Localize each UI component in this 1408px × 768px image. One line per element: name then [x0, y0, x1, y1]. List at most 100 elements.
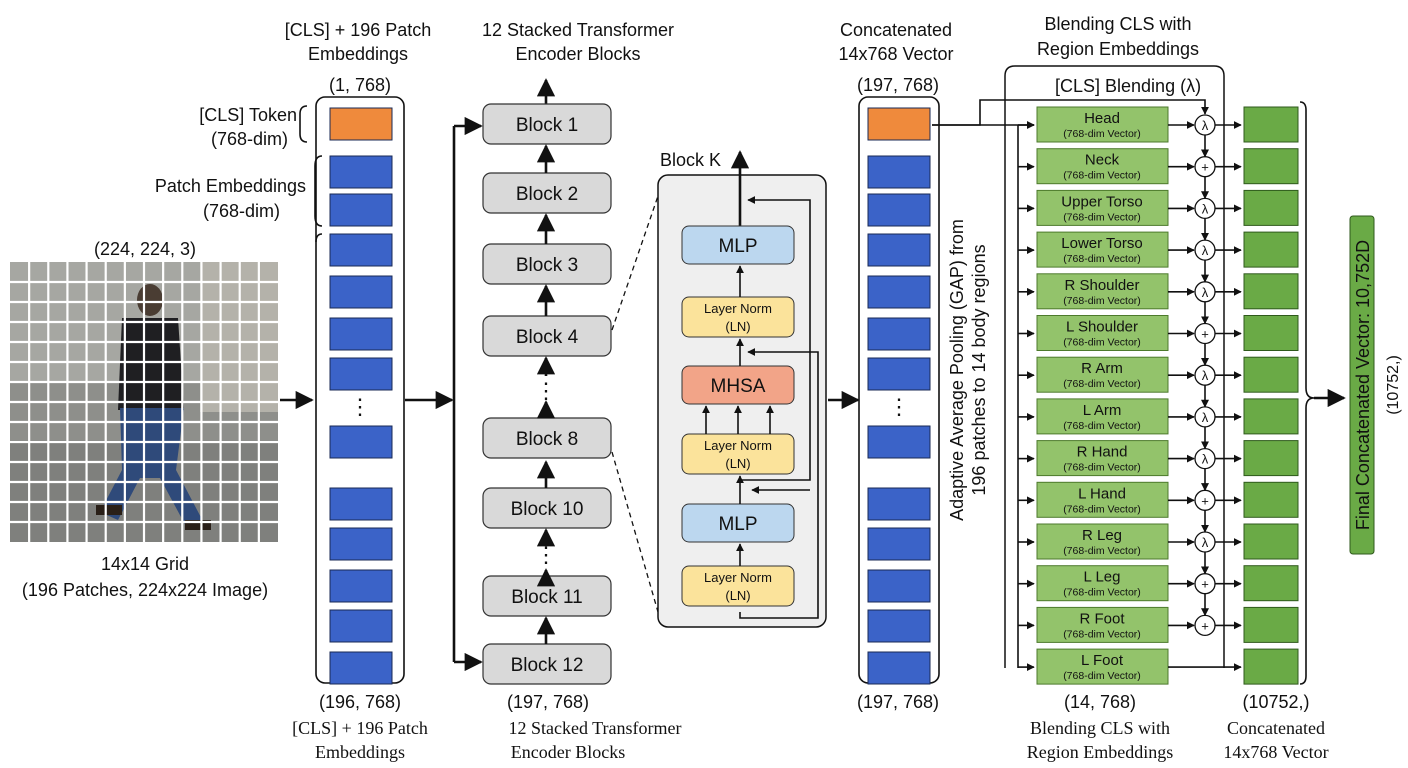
- encoder-blocks: Block 1 Block 2 Block 3 Block 4 Block 8 Block…: [482, 103, 612, 685]
- encoder-block: Block 2: [482, 172, 612, 214]
- embeddings-title-line2: Embeddings: [308, 44, 408, 64]
- encoder-block: Block 3: [482, 243, 612, 285]
- region-row: R Leg(768-dim Vector)λ: [1018, 523, 1299, 575]
- person-head: [137, 284, 163, 316]
- concat-cls-cell: [867, 107, 931, 141]
- embeddings-top-dims: (1, 768): [329, 75, 391, 95]
- output-brace: [1299, 101, 1315, 685]
- operator-symbol: λ: [1202, 118, 1209, 133]
- embedding-cells: [329, 107, 393, 685]
- encoder-title-line1: 12 Stacked Transformer: [482, 20, 674, 40]
- patch-bracket: [314, 155, 323, 227]
- operator-symbol: +: [1201, 618, 1209, 633]
- region-name: L Hand: [1078, 485, 1126, 502]
- block-k-mhsa-label: MHSA: [711, 376, 766, 397]
- operator-symbol: +: [1201, 160, 1209, 175]
- encoder-block-label: Block 10: [511, 499, 584, 520]
- concat-patch-cell: [867, 275, 931, 309]
- region-embedding-box: [1036, 189, 1169, 226]
- operator-symbol: λ: [1202, 410, 1209, 425]
- embeddings-bottom-title-line1: [CLS] + 196 Patch: [292, 718, 428, 738]
- output-region-cell: [1243, 606, 1299, 643]
- concat-patch-cell: [867, 425, 931, 459]
- region-name: Lower Torso: [1061, 235, 1142, 252]
- operator-symbol: λ: [1202, 243, 1209, 258]
- region-name: Upper Torso: [1061, 193, 1142, 210]
- block-k-layernorm-mid-label: Layer Norm: [704, 438, 772, 453]
- region-name: R Shoulder: [1064, 277, 1139, 294]
- region-row: R Foot(768-dim Vector)+: [1018, 606, 1299, 643]
- block-k-layernorm-bottom: [681, 565, 795, 607]
- patch-embedding-cell: [329, 487, 393, 521]
- region-row: R Shoulder(768-dim Vector)λ: [1018, 273, 1299, 325]
- operator-symbol: λ: [1202, 201, 1209, 216]
- cls-bracket: [299, 105, 308, 143]
- block-k-layernorm-top-label: Layer Norm: [704, 301, 772, 316]
- patch-embedding-cell: [329, 569, 393, 603]
- cls-blending-label: [CLS] Blending (λ): [1055, 76, 1201, 96]
- encoder-bottom-dims: (197, 768): [507, 692, 589, 712]
- region-vector-dim: (768-dim Vector): [1063, 211, 1141, 223]
- region-row: L Arm(768-dim Vector)λ: [1018, 398, 1299, 450]
- patch-embedding-cell: [329, 317, 393, 351]
- output-bottom-title-line1: Concatenated: [1227, 718, 1325, 738]
- encoder-block-label: Block 12: [511, 655, 584, 676]
- embeddings-bottom-dims: (196, 768): [319, 692, 401, 712]
- region-row: L Foot(768-dim Vector): [1018, 648, 1299, 685]
- block-k-mlp-top: [681, 225, 795, 265]
- region-name: L Arm: [1083, 402, 1122, 419]
- encoder-block-label: Block 8: [516, 429, 578, 450]
- patch-embedding-cell: [329, 275, 393, 309]
- final-vector-dims: (10752,): [1385, 355, 1402, 415]
- patch-embedding-cell: [329, 425, 393, 459]
- embeddings-bottom-title-line2: Embeddings: [315, 742, 405, 762]
- region-embedding-box: [1036, 523, 1169, 560]
- blending-bottom-dims: (14, 768): [1064, 692, 1136, 712]
- region-name: L Foot: [1081, 652, 1124, 669]
- concat-patch-cell: [867, 317, 931, 351]
- concat-title-line1: Concatenated: [840, 20, 952, 40]
- block-k-mlp-bottom-label: MLP: [718, 514, 757, 535]
- patch-embedding-cell: [329, 357, 393, 391]
- operator-symbol: λ: [1202, 368, 1209, 383]
- output-region-cell: [1243, 231, 1299, 268]
- encoder-block: Block 8: [482, 417, 612, 459]
- region-row: L Hand(768-dim Vector)+: [1018, 481, 1299, 533]
- region-row: Head(768-dim Vector)λ: [1018, 106, 1299, 158]
- region-name: R Arm: [1081, 360, 1123, 377]
- concat-patch-cell: [867, 233, 931, 267]
- block-k-mhsa: [681, 365, 795, 405]
- region-embedding-box: [1036, 315, 1169, 351]
- encoder-block-label: Block 4: [516, 327, 579, 348]
- output-bottom-dims: (10752,): [1242, 692, 1309, 712]
- blending-bottom-title-line2: Region Embeddings: [1027, 742, 1174, 762]
- cls-token-cell: [329, 107, 393, 141]
- region-row: Lower Torso(768-dim Vector)λ: [1018, 231, 1299, 283]
- grid-caption-line1: 14x14 Grid: [101, 554, 189, 574]
- output-region-cell: [1243, 648, 1299, 685]
- region-name: L Shoulder: [1066, 319, 1138, 336]
- operator-symbol: +: [1201, 493, 1209, 508]
- concat-bottom-dims: (197, 768): [857, 692, 939, 712]
- encoder-block: Block 1: [482, 103, 612, 145]
- region-embedding-box: [1036, 356, 1169, 393]
- region-embedding-box: [1036, 606, 1169, 643]
- input-dims: (224, 224, 3): [94, 239, 196, 259]
- region-vector-dim: (768-dim Vector): [1063, 587, 1141, 599]
- region-row: L Leg(768-dim Vector)+: [1018, 565, 1299, 617]
- output-region-cell: [1243, 315, 1299, 351]
- concat-title-line2: 14x768 Vector: [838, 44, 953, 64]
- output-region-cell: [1243, 481, 1299, 518]
- region-vector-dim: (768-dim Vector): [1063, 628, 1141, 640]
- cls-token-dim: (768-dim): [211, 129, 288, 149]
- zoom-line-top: [611, 195, 659, 331]
- output-region-cell: [1243, 189, 1299, 226]
- region-name: L Leg: [1084, 569, 1121, 586]
- embeddings-ellipsis: ⋮: [349, 394, 371, 419]
- output-region-cell: [1243, 106, 1299, 143]
- patch-embedding-cell: [329, 193, 393, 227]
- cls-token-label: [CLS] Token: [199, 105, 297, 125]
- embeddings-title-line1: [CLS] + 196 Patch: [285, 20, 432, 40]
